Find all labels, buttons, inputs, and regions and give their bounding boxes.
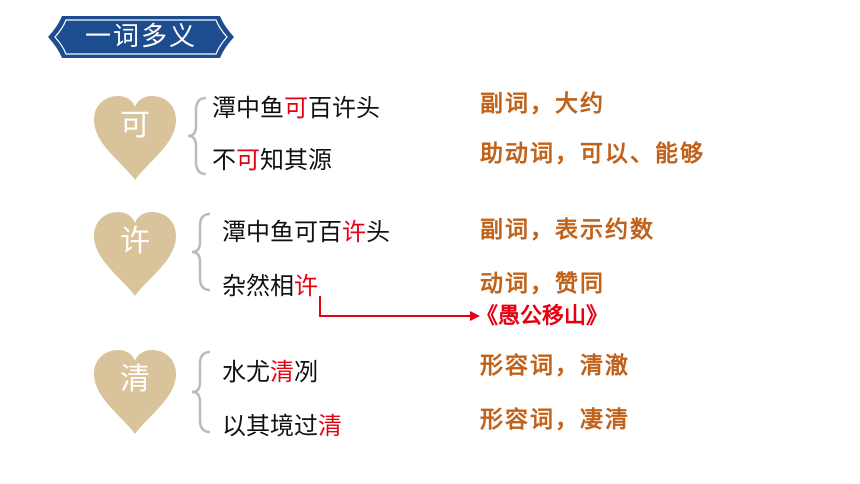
highlight-char: 清 [270, 358, 294, 386]
example-sentence: 不可知其源 [212, 146, 332, 174]
highlight-char: 许 [294, 272, 318, 300]
heart-icon [94, 96, 176, 180]
page-title: 一词多义 [84, 22, 197, 52]
meaning-text: 副词，表示约数 [480, 216, 655, 243]
highlight-char: 清 [318, 412, 342, 440]
group-qing: 清 水尤清冽 形容词，清澈 以其境过清 形容词，凄清 [0, 350, 860, 460]
brace-icon [191, 212, 211, 292]
keyword-char: 可 [120, 108, 150, 143]
title-banner: 一词多义 [48, 16, 234, 58]
brace-icon [187, 96, 207, 176]
highlight-char: 可 [236, 146, 260, 174]
meaning-text: 形容词，凄清 [480, 406, 630, 433]
example-sentence: 杂然相许 [222, 272, 318, 300]
highlight-char: 可 [284, 94, 308, 122]
group-ke: 可 潭中鱼可百许头 副词，大约 不可知其源 助动词，可以、能够 [0, 90, 860, 206]
heart-icon [94, 350, 176, 434]
meaning-text: 助动词，可以、能够 [480, 140, 705, 167]
meaning-text: 动词，赞同 [480, 270, 605, 297]
meaning-text: 副词，大约 [480, 90, 605, 117]
highlight-char: 许 [342, 218, 366, 246]
banner-shape [48, 16, 234, 58]
keyword-char: 清 [120, 362, 150, 397]
group-xu: 许 潭中鱼可百许头 副词，表示约数 杂然相许 动词，赞同 [0, 212, 860, 322]
meaning-text: 形容词，清澈 [480, 352, 630, 379]
example-sentence: 潭中鱼可百许头 [212, 94, 380, 122]
reference-text: 《愚公移山》 [476, 303, 609, 329]
example-sentence: 以其境过清 [222, 412, 342, 440]
example-sentence: 水尤清冽 [222, 358, 318, 386]
brace-icon [191, 350, 211, 434]
example-sentence: 潭中鱼可百许头 [222, 218, 390, 246]
keyword-char: 许 [120, 224, 150, 259]
heart-icon [94, 212, 176, 296]
